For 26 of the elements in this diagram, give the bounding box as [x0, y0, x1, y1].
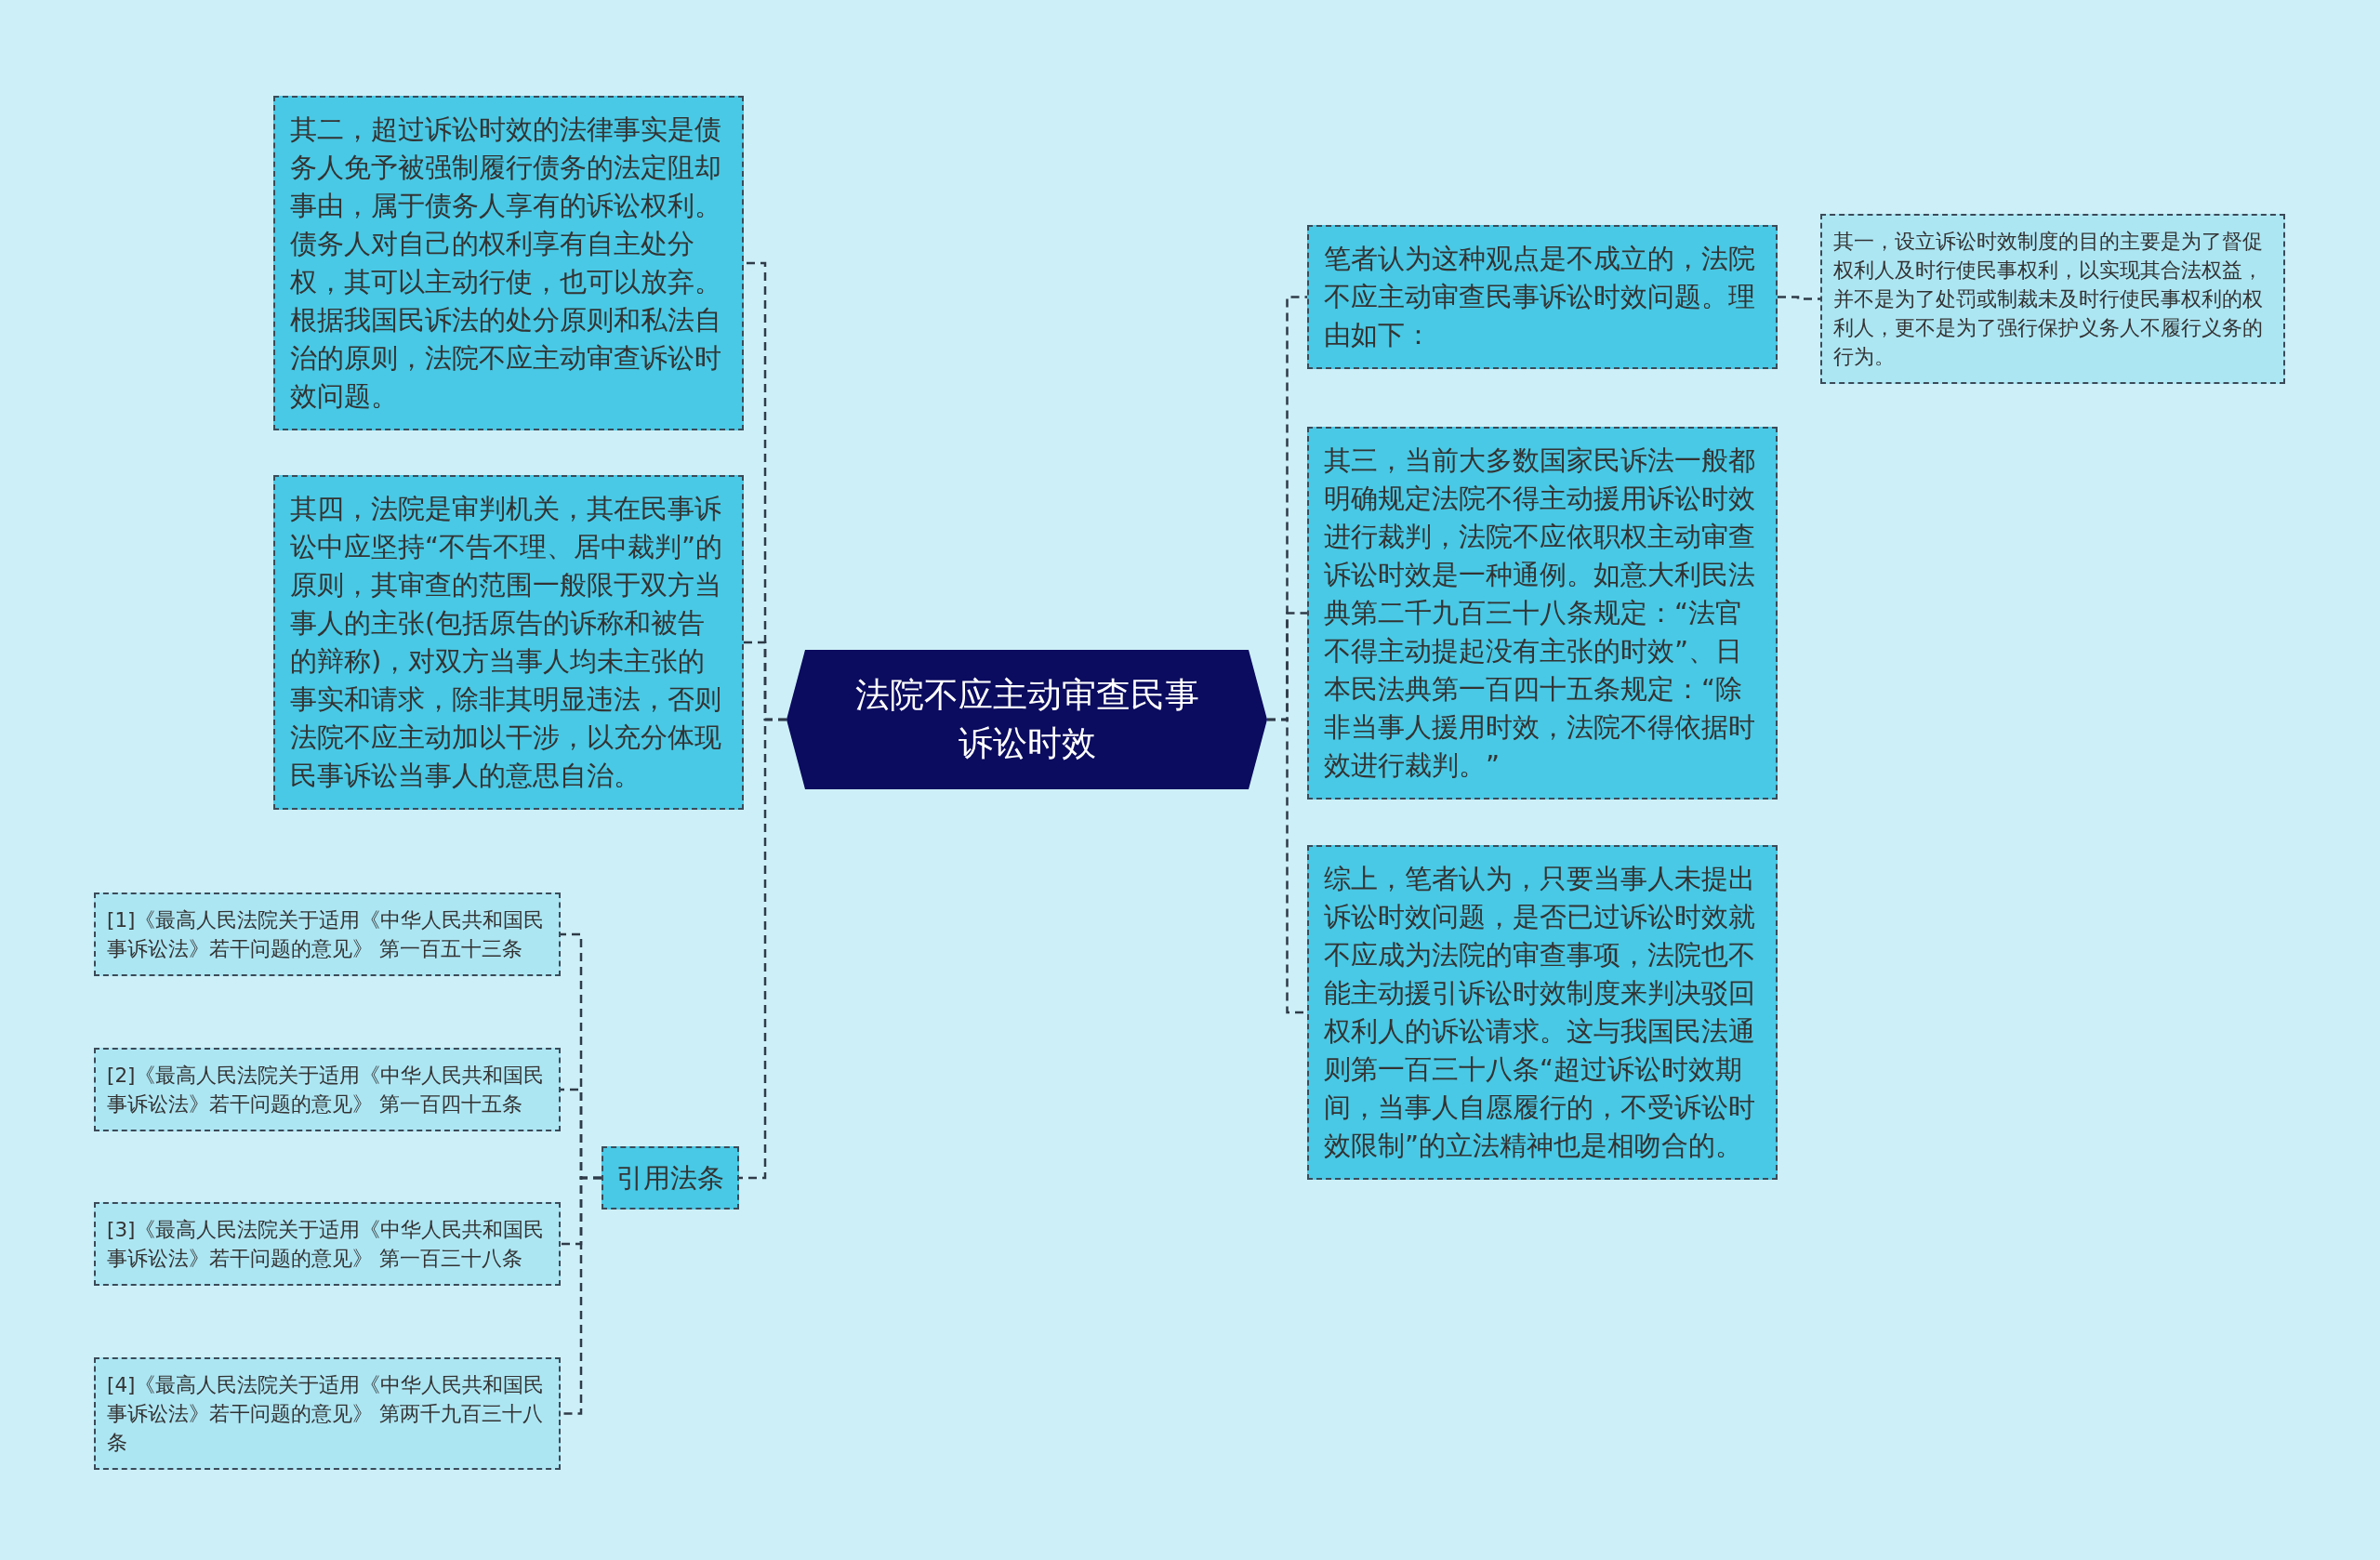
connector-line	[1778, 296, 1820, 300]
note-box	[273, 475, 744, 810]
note-text: 其一，设立诉讼时效制度的目的主要是为了督促权利人及时行使民事权利，以实现其合法权益，并不是为了处罚或制裁未及时行使民事权利的权利人，更不是为了强行保护义务人不履行义务的行为。	[1833, 229, 2264, 370]
note-text: 其三，当前大多数国家民诉法一般都明确规定法院不得主动援用诉讼时效进行裁判，法院不应依职权主动审查诉讼时效是一种通例。如意大利民法典第二千九百三十八条规定：“法官不得主动提起没有主张的时效”、日本民法典第一百四十五条规定：“除非当事人援用时效，法院不得依据时效进行裁判。”	[1324, 443, 1756, 783]
branch-label: 引用法条	[616, 1161, 724, 1196]
reference-box	[94, 1357, 561, 1470]
note-text: 其四，法院是审判机关，其在民事诉讼中应坚持“不告不理、居中裁判”的原则，其审查的范围一般限于双方当事人的主张(包括原告的诉称和被告的辩称)，对双方当事人均未主张的事实和请求，除非其明显违法，否则法院不应主动加以干涉，以充分体现民事诉讼当事人的意思自治。	[290, 492, 724, 793]
note-box	[1307, 427, 1778, 800]
reference-box	[1820, 214, 2285, 384]
reference-box	[94, 1202, 561, 1286]
reference-box	[94, 1048, 561, 1131]
note-text: 其二，超过诉讼时效的法律事实是债务人免予被强制履行债务的法定阻却事由，属于债务人享有的诉讼权利。债务人对自己的权利享有自主处分权，其可以主动行使，也可以放弃。根据我国民诉法的处分原则和私法自治的原则，法院不应主动审查诉讼时效问题。	[290, 112, 722, 414]
branch-box	[602, 1146, 739, 1210]
note-text: [4]《最高人民法院关于适用《中华人民共和国民事诉讼法》若干问题的意见》 第两千九百三十八条	[107, 1372, 546, 1456]
note-text: [3]《最高人民法院关于适用《中华人民共和国民事诉讼法》若干问题的意见》 第一百三十八条	[107, 1217, 546, 1272]
note-box	[273, 96, 744, 430]
connector-line	[739, 718, 787, 1180]
note-text: [2]《最高人民法院关于适用《中华人民共和国民事诉讼法》若干问题的意见》 第一百四十五条	[107, 1063, 546, 1117]
note-text: [1]《最高人民法院关于适用《中华人民共和国民事诉讼法》若干问题的意见》 第一百五十三条	[107, 907, 546, 962]
topic-hexagon	[787, 650, 1267, 789]
note-box	[1307, 225, 1778, 369]
reference-box	[94, 892, 561, 976]
note-text: 笔者认为这种观点是不成立的，法院不应主动审查民事诉讼时效问题。理由如下：	[1324, 242, 1756, 352]
topic-text: 法院不应主动审查民事诉讼时效	[853, 674, 1200, 765]
note-box	[1307, 845, 1778, 1180]
note-text: 综上，笔者认为，只要当事人未提出诉讼时效问题，是否已过诉讼时效就不应成为法院的审查事项，法院也不能主动援引诉讼时效制度来判决驳回权利人的诉讼请求。这与我国民法通则第一百三十八条“超过诉讼时效期间，当事人自愿履行的，不受诉讼时效限制”的立法精神也是相吻合的。	[1324, 862, 1756, 1163]
